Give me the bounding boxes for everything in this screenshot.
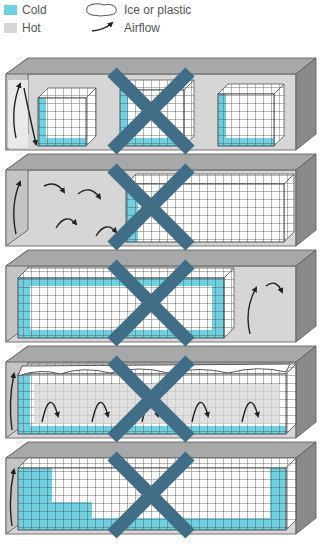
container-door (296, 58, 316, 150)
container-roof (6, 250, 316, 266)
legend-label: Hot (22, 21, 41, 35)
container-door (296, 154, 316, 246)
airflow-arrow (42, 402, 58, 422)
container-panel (6, 346, 316, 438)
cargo-grid (126, 174, 294, 184)
wrong-mark (112, 168, 190, 246)
container-panel (6, 250, 316, 342)
legend-label: Ice or plastic (124, 3, 191, 17)
cargo-grid (224, 268, 234, 338)
legend-label: Airflow (124, 21, 160, 35)
container-roof (6, 442, 316, 458)
airflow-arrow (78, 190, 100, 198)
cargo-grid (38, 98, 86, 146)
airflow-sample (92, 23, 112, 31)
container-roof (6, 154, 316, 170)
wrong-mark (112, 264, 190, 342)
airflow-arrow (10, 374, 14, 430)
container-door (296, 250, 316, 342)
cargo-grid (284, 174, 294, 242)
cargo-top (18, 458, 296, 468)
container-panel (6, 442, 316, 534)
airflow-arrow (44, 184, 64, 192)
legend-label: Cold (22, 3, 47, 17)
cargo-top (126, 174, 294, 184)
cargo-front (38, 98, 86, 146)
cargo-grid (218, 94, 274, 146)
container-panel (6, 58, 316, 150)
legend: Cold Ice or plasticHot Airflow (0, 0, 320, 48)
cargo-grid (184, 80, 194, 146)
ice-sample (87, 4, 117, 16)
container-roof (6, 58, 316, 74)
airflow-arrow (92, 402, 108, 422)
cargo-side (86, 88, 96, 146)
cargo-grid (274, 84, 284, 146)
cargo-grid (286, 458, 296, 530)
airflow-arrow (10, 470, 14, 526)
cargo-grid (286, 364, 296, 434)
airflow-arrow (14, 182, 20, 234)
wrong-mark (112, 456, 190, 534)
wrong-mark (112, 360, 190, 438)
container-door (296, 346, 316, 438)
cargo-grid (18, 458, 296, 468)
airflow-arrow (248, 288, 256, 334)
airflow-arrow (56, 219, 76, 228)
cargo-grid (86, 88, 96, 146)
airflow-arrow (242, 402, 258, 422)
airflow-arrow (96, 227, 116, 236)
legend-swatch (4, 5, 17, 15)
airflow-arrow (192, 402, 208, 422)
airflow-arrow (266, 283, 282, 292)
container-panel (6, 154, 316, 246)
container-door (296, 442, 316, 534)
cargo-side (184, 80, 194, 146)
cargo-side (274, 84, 284, 146)
cargo-grid (218, 84, 284, 94)
airflow-arrow (14, 84, 20, 138)
cargo-top (218, 84, 284, 94)
cargo-side (286, 364, 296, 434)
legend-swatch (4, 23, 17, 33)
container-roof (6, 346, 316, 362)
cargo-side (284, 174, 294, 242)
cargo-side (286, 458, 296, 530)
wrong-mark (112, 72, 190, 150)
ice-layer (18, 364, 290, 376)
airflow-arrow (24, 88, 36, 144)
cargo-side (224, 268, 234, 338)
cargo-front (218, 94, 274, 146)
